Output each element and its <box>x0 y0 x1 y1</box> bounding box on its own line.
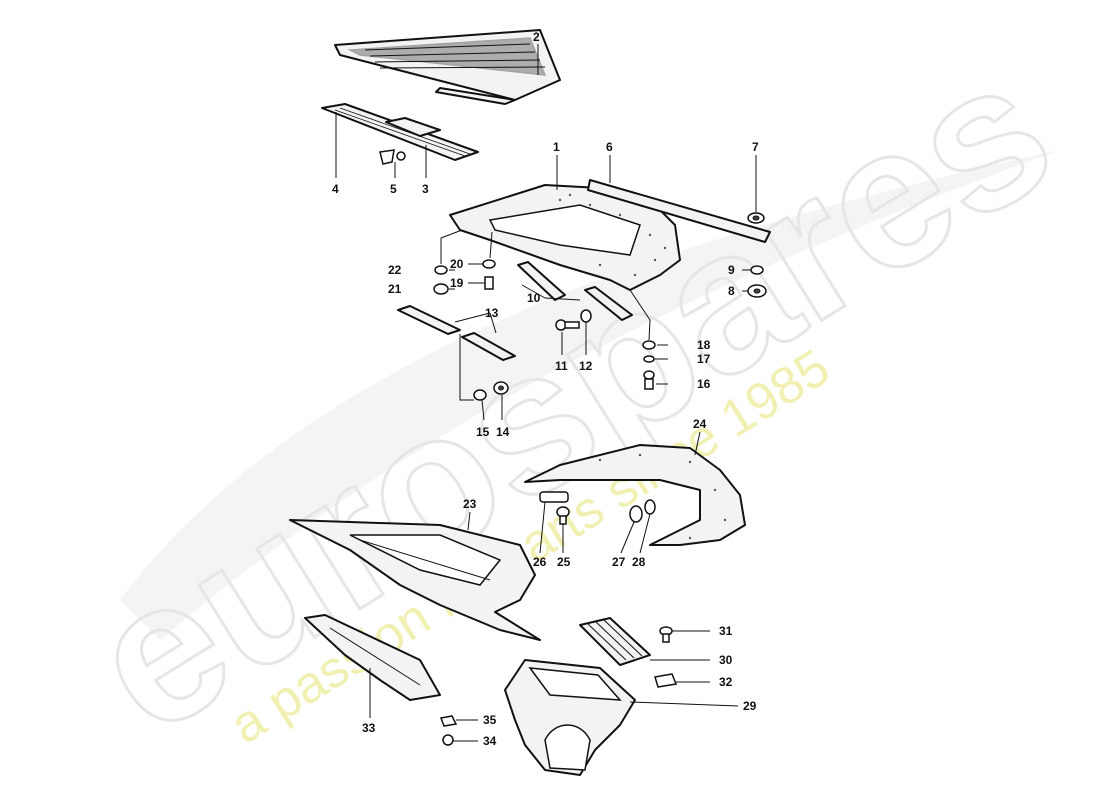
callout-35: 35 <box>483 713 497 727</box>
callout-25: 25 <box>557 555 571 569</box>
part-24-rear-panel <box>524 444 746 546</box>
callout-14: 14 <box>496 425 510 439</box>
part-17-washer <box>643 355 655 363</box>
part-30-grille <box>579 617 651 666</box>
callout-34: 34 <box>483 734 497 748</box>
part-28-washer <box>644 499 656 515</box>
part-20-washer <box>482 259 496 269</box>
callout-2: 2 <box>533 30 540 44</box>
callout-22: 22 <box>388 263 402 277</box>
part-25-screw <box>556 506 570 525</box>
callout-31: 31 <box>719 624 733 638</box>
part-21-nut <box>433 283 449 295</box>
part-19-bolt <box>484 276 494 290</box>
callout-6: 6 <box>606 140 613 154</box>
part-16-bolt <box>643 370 655 390</box>
part-32-clip <box>654 673 678 688</box>
callout-20: 20 <box>450 257 464 271</box>
callout-3: 3 <box>422 182 429 196</box>
part-29-housing <box>504 659 636 776</box>
callout-30: 30 <box>719 653 733 667</box>
part-35-clip <box>439 715 458 727</box>
part-12-washer <box>580 309 592 323</box>
callout-21: 21 <box>388 282 402 296</box>
callout-26: 26 <box>533 555 547 569</box>
leader-lines <box>335 44 757 742</box>
callout-11: 11 <box>555 359 568 373</box>
watermark-brand: eurospares <box>55 16 1088 777</box>
callout-18: 18 <box>697 338 711 352</box>
part-5-clip <box>379 149 406 165</box>
callout-labels: 2 4 5 3 1 6 7 9 8 22 20 19 21 10 13 11 1… <box>332 30 759 748</box>
part-31-screw <box>659 626 673 643</box>
part-26-plate <box>539 491 569 503</box>
watermark-swoosh <box>120 150 1060 640</box>
part-8-nut <box>747 284 767 298</box>
callout-12: 12 <box>579 359 593 373</box>
part-34-screw <box>442 734 454 746</box>
part-7-nut <box>747 212 765 224</box>
part-9-washer <box>750 265 764 275</box>
callout-29: 29 <box>743 699 757 713</box>
part-13-brackets <box>397 305 516 361</box>
callout-24: 24 <box>693 417 707 431</box>
callout-10: 10 <box>527 291 541 305</box>
callout-4: 4 <box>332 182 339 196</box>
part-2-top-panel <box>334 29 561 105</box>
part-11-bolt <box>555 319 580 331</box>
part-14-nut <box>493 381 509 395</box>
callout-15: 15 <box>476 425 490 439</box>
callout-16: 16 <box>697 377 711 391</box>
part-3-4-strips <box>321 103 479 161</box>
part-1-seat-panel <box>449 184 681 291</box>
part-23-engine-lid <box>289 519 541 641</box>
part-6-rail <box>587 179 771 243</box>
callout-7: 7 <box>752 140 759 154</box>
callout-27: 27 <box>612 555 626 569</box>
part-22-washer <box>434 265 448 275</box>
part-10-brackets <box>517 261 633 321</box>
callout-17: 17 <box>697 352 711 366</box>
callout-5: 5 <box>390 182 397 196</box>
part-15-washer <box>473 389 487 401</box>
callout-8: 8 <box>728 284 735 298</box>
callout-13: 13 <box>485 306 499 320</box>
callout-23: 23 <box>463 497 477 511</box>
part-33-shield <box>304 614 441 701</box>
callout-33: 33 <box>362 721 376 735</box>
callout-9: 9 <box>728 263 735 277</box>
part-18-washer <box>642 340 656 350</box>
callout-1: 1 <box>553 140 560 154</box>
callout-19: 19 <box>450 276 464 290</box>
callout-28: 28 <box>632 555 646 569</box>
watermark: eurospares a passion for parts since 198… <box>53 14 1089 778</box>
part-27-washer <box>629 505 643 523</box>
callout-32: 32 <box>719 675 733 689</box>
